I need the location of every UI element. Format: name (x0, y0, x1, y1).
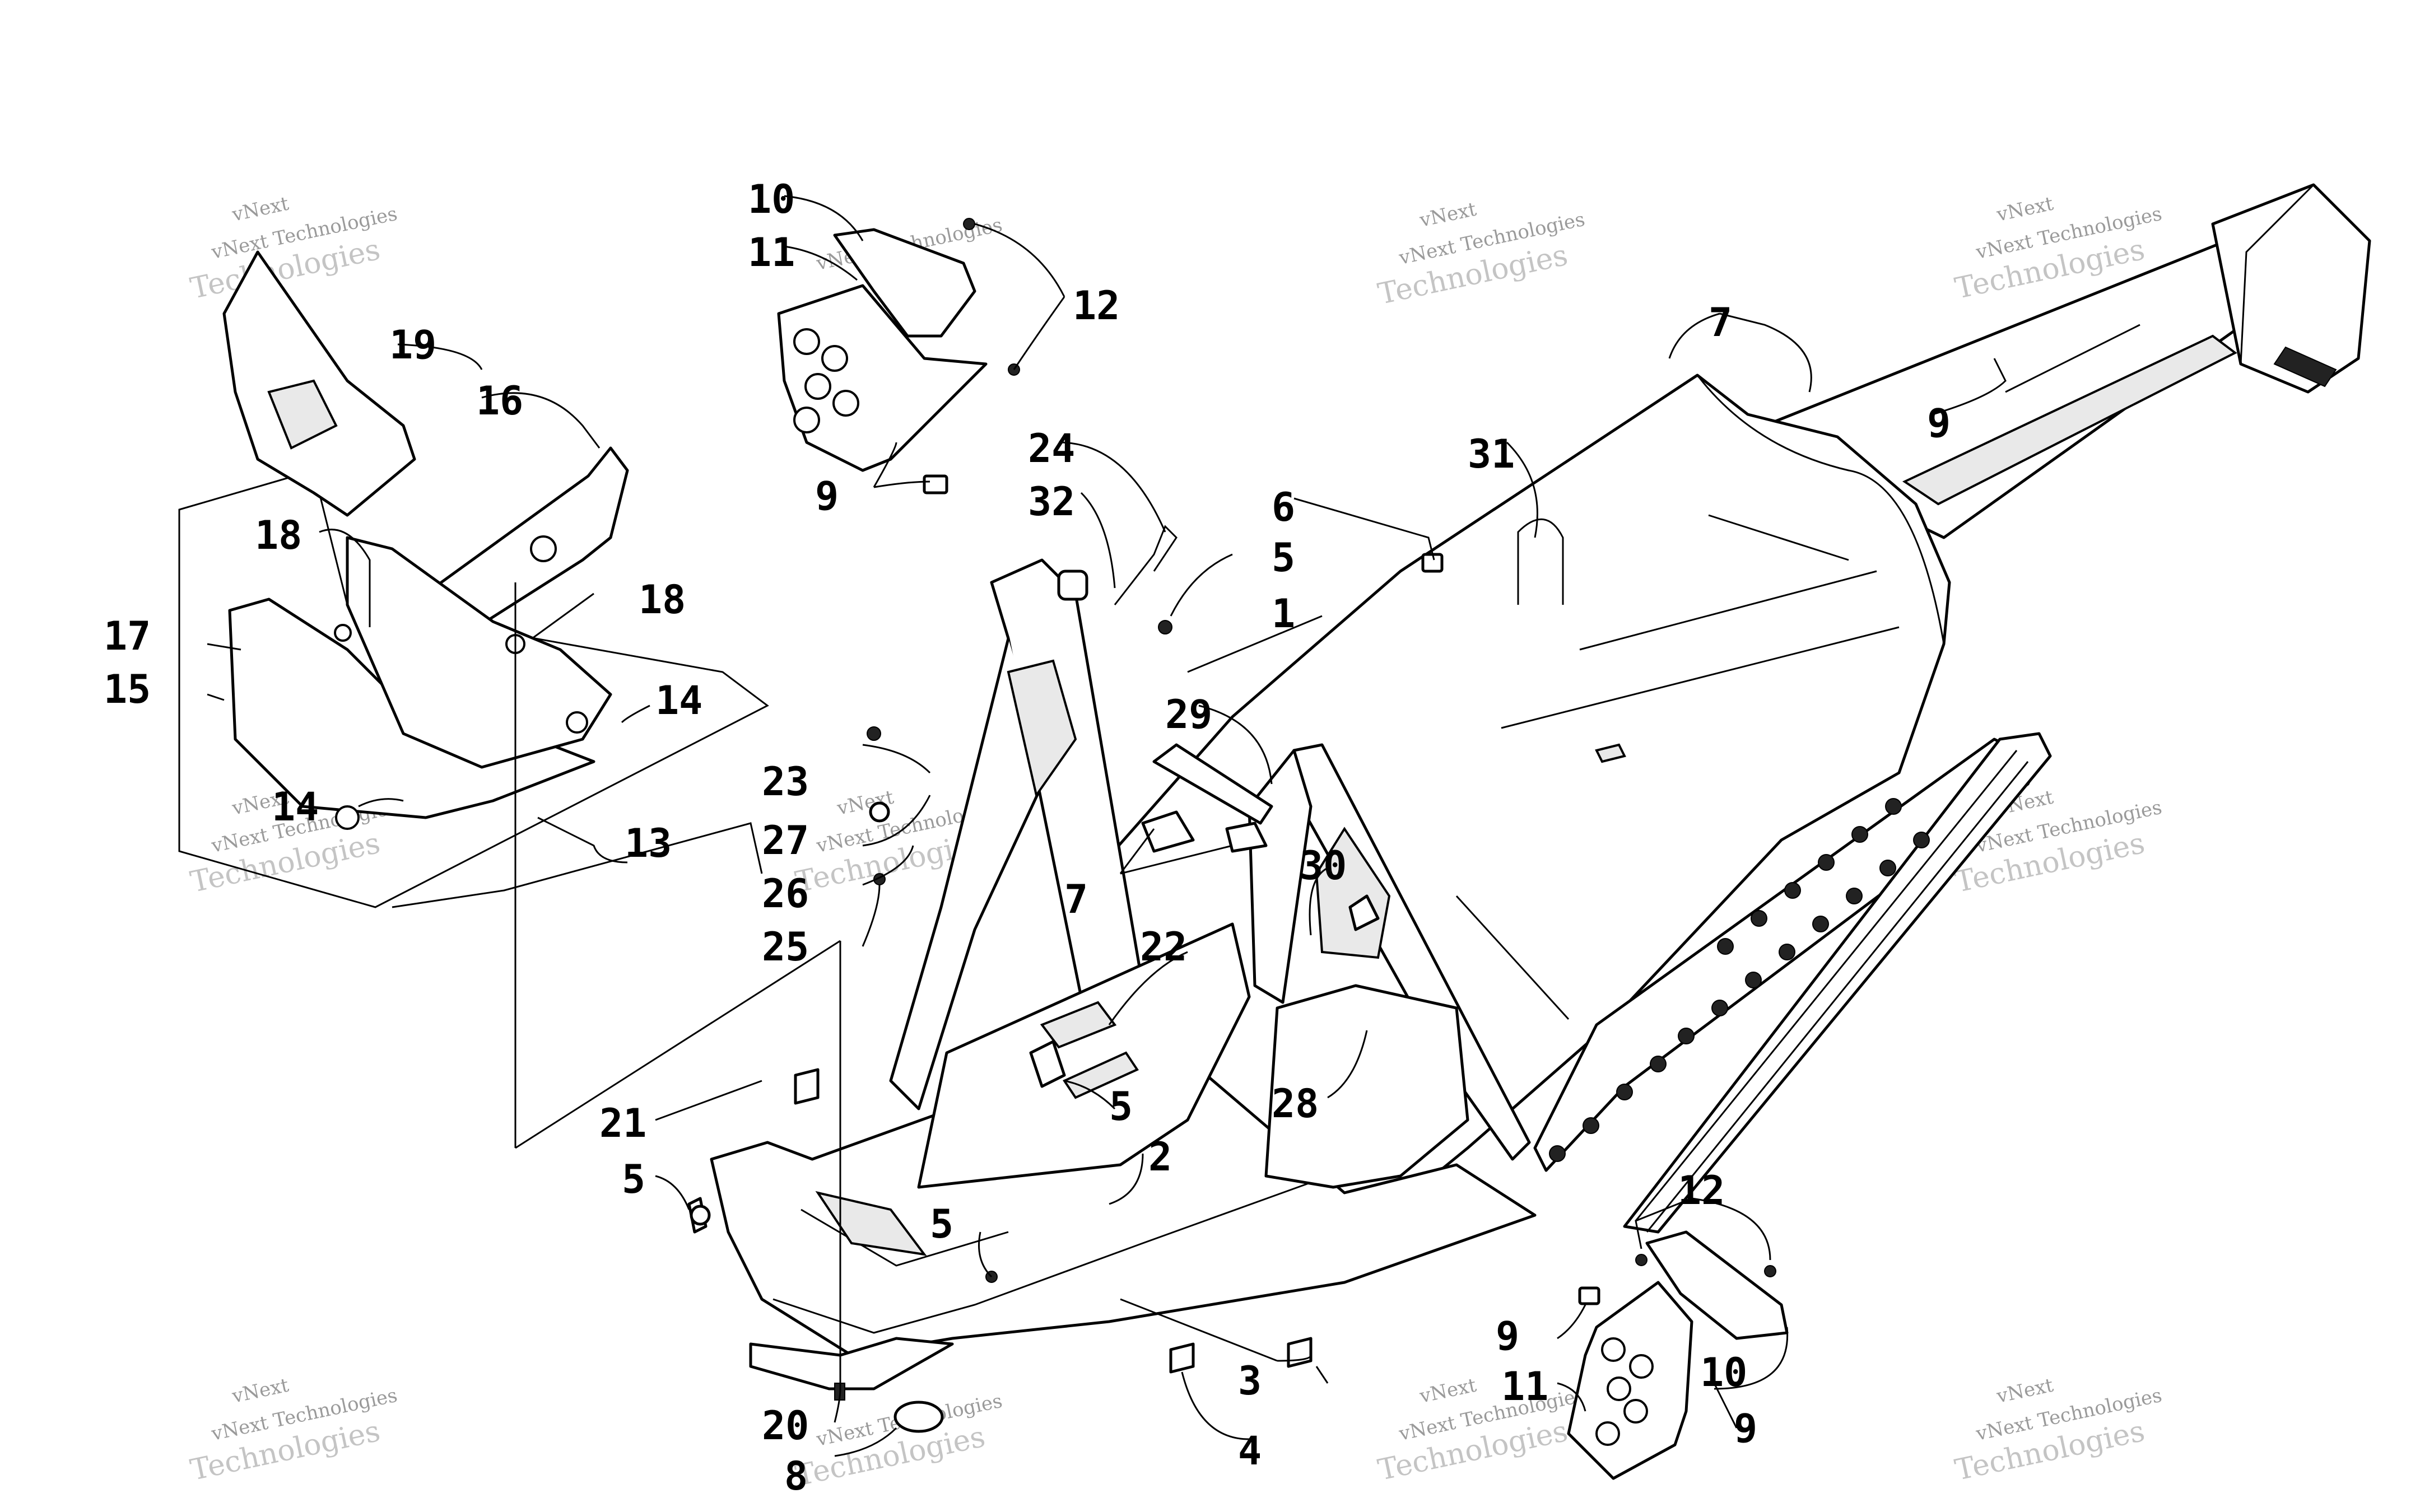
callout-labels: 10 11 12 9 24 32 6 5 1 31 7 9 29 23 27 2… (104, 176, 1951, 1499)
callout-14-left: 14 (272, 784, 319, 830)
callout-31: 31 (1468, 431, 1515, 477)
callout-12-top: 12 (1073, 283, 1120, 329)
callout-17: 17 (104, 613, 151, 659)
watermark-top-left: vNext vNext Technologies Technologies (188, 192, 399, 305)
callout-10-bottom: 10 (1700, 1350, 1747, 1396)
top-guard-group (777, 218, 1020, 494)
cable-24 (1114, 525, 1178, 605)
watermark-line1: vNext (1417, 198, 1478, 232)
front-bulkhead (710, 1029, 1537, 1390)
callout-4: 4 (1238, 1428, 1262, 1474)
callout-16: 16 (476, 378, 523, 424)
guard-body-11b (1567, 1281, 1693, 1480)
callout-21: 21 (599, 1100, 646, 1146)
callout-11-bottom: 11 (1501, 1364, 1548, 1410)
guard-body-11 (777, 284, 988, 472)
callout-20: 20 (762, 1403, 809, 1449)
callout-9-bottom-left: 9 (1496, 1313, 1519, 1359)
callout-5-lower: 5 (930, 1201, 953, 1247)
callout-25: 25 (762, 924, 809, 970)
watermark-bottom-center-left: vNext Technologies Technologies (793, 1390, 1004, 1493)
callout-30: 30 (1300, 843, 1347, 889)
callout-9-bottom-right: 9 (1734, 1406, 1757, 1452)
callout-5-left: 5 (622, 1156, 645, 1202)
bracket-rail (346, 536, 612, 769)
callout-9-right: 9 (1927, 400, 1951, 446)
callout-11-top: 11 (748, 230, 795, 276)
callout-22: 22 (1140, 924, 1187, 970)
pulley-32 (1057, 570, 1088, 601)
watermark-line1: vNext (1994, 192, 2055, 226)
watermark-line1: vNext (1994, 1374, 2055, 1408)
rear-rail-extension (1735, 183, 2371, 539)
hardware (687, 518, 1564, 1433)
callout-6: 6 (1272, 484, 1295, 530)
right-running-board (1533, 732, 2052, 1234)
watermark-line1: vNext (230, 1374, 291, 1408)
chassis-assembly (710, 183, 2371, 1390)
left-bracket-group (178, 250, 769, 908)
callout-8: 8 (784, 1453, 808, 1499)
callout-5-mid: 5 (1109, 1084, 1133, 1130)
plug-8 (893, 1401, 944, 1433)
callout-28: 28 (1272, 1081, 1319, 1127)
callout-12-bottom: 12 (1678, 1168, 1725, 1214)
callout-18-right: 18 (639, 577, 686, 623)
callout-15: 15 (104, 666, 151, 712)
callout-18-left: 18 (255, 512, 302, 558)
callout-27: 27 (762, 818, 809, 864)
leader-lines (207, 195, 2007, 1457)
u-bolt-31 (1517, 518, 1564, 605)
steering-post-frame (889, 558, 1251, 1189)
footrest-traction-holes (1549, 798, 1930, 1162)
watermark-bottom-right: vNext vNext Technologies Technologies (1952, 1374, 2164, 1487)
callout-32: 32 (1028, 479, 1075, 525)
callout-7-lower: 7 (1064, 876, 1088, 922)
callout-24: 24 (1028, 426, 1075, 472)
callout-3: 3 (1238, 1358, 1262, 1404)
watermark-top-center: vNext vNext Technologies Technologies (1375, 198, 1587, 311)
upper-mount-bracket (222, 250, 416, 517)
callout-13: 13 (625, 820, 672, 866)
callout-9-top: 9 (815, 473, 839, 519)
callout-10-top: 10 (748, 176, 795, 222)
watermark-line1: vNext (1417, 1374, 1478, 1408)
callout-29: 29 (1165, 692, 1212, 738)
callout-26: 26 (762, 871, 809, 917)
callout-23: 23 (762, 759, 809, 805)
watermark-bottom-left: vNext vNext Technologies Technologies (188, 1374, 399, 1487)
callout-5-upper: 5 (1272, 535, 1295, 581)
callout-2: 2 (1148, 1134, 1172, 1180)
callout-1: 1 (1272, 591, 1295, 637)
guard-shield-10 (833, 228, 976, 338)
callout-19: 19 (389, 322, 436, 368)
watermark-line1: vNext (230, 192, 291, 226)
callout-14-right: 14 (655, 678, 702, 724)
watermark-bottom-center: vNext vNext Technologies Technologies (1375, 1374, 1587, 1487)
callout-7-upper: 7 (1709, 300, 1732, 346)
